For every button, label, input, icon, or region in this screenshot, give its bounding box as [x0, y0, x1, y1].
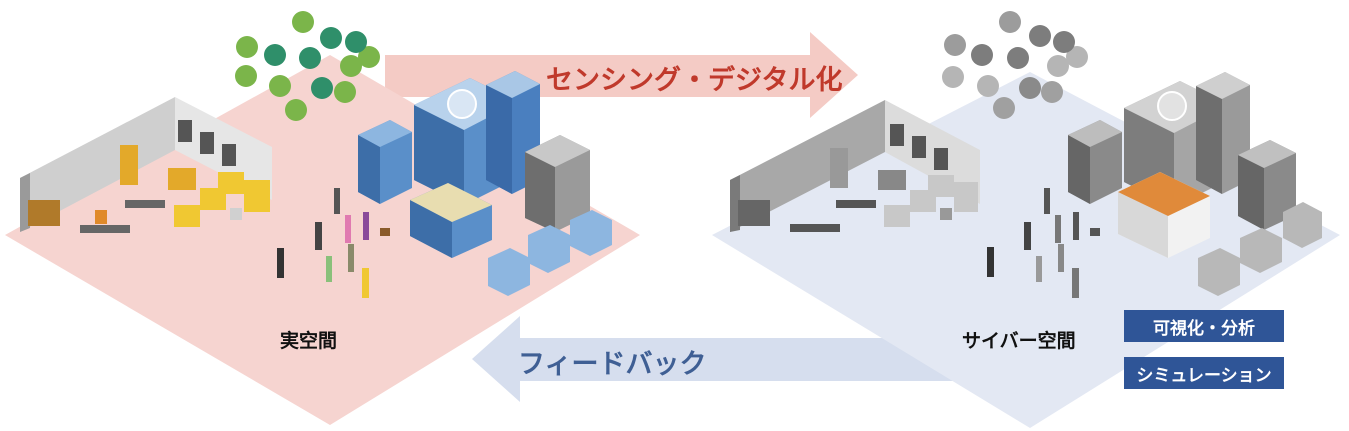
- cyber-people: [987, 188, 1100, 298]
- real-warehouse: [20, 97, 272, 233]
- feedback-arrow: [472, 316, 960, 402]
- real-space-label: 実空間: [280, 330, 338, 352]
- cyber-buildings: [1068, 72, 1322, 296]
- real-people: [277, 188, 390, 298]
- visualization-analysis-tag: 可視化・分析: [1124, 310, 1284, 342]
- feedback-label: フィードバック: [518, 349, 707, 380]
- cyber-trees: [942, 11, 1088, 119]
- cyber-space-label: サイバー空間: [962, 330, 1076, 352]
- real-trees: [235, 11, 380, 121]
- cyber-warehouse: [730, 100, 980, 232]
- sensing-label: センシング・デジタル化: [546, 65, 843, 96]
- simulation-tag: シミュレーション: [1124, 357, 1284, 389]
- real-buildings: [358, 71, 612, 296]
